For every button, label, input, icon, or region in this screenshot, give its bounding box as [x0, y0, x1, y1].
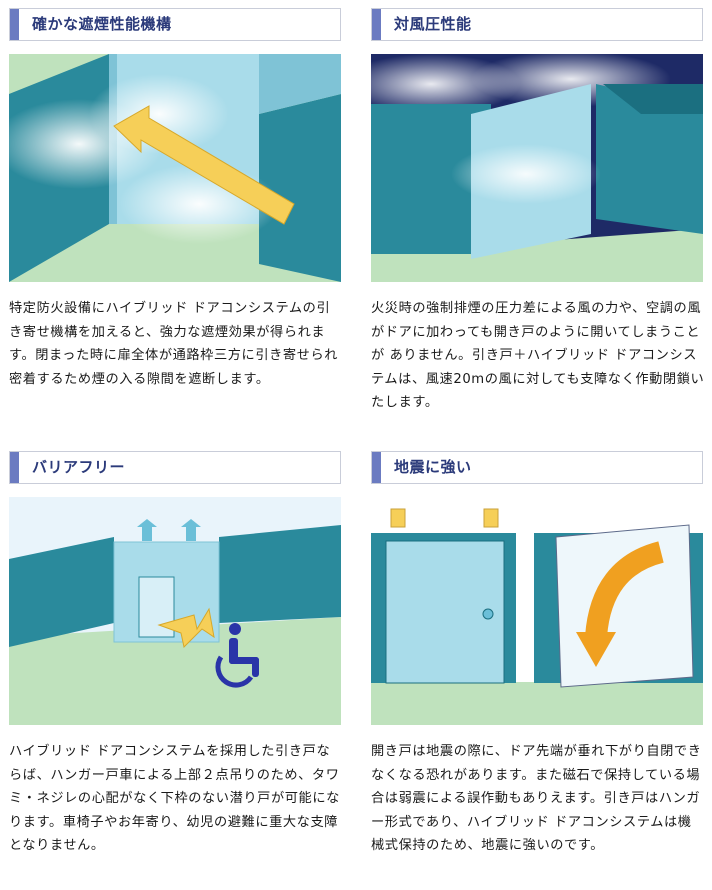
- floor: [371, 682, 703, 725]
- left-wall: [371, 104, 491, 254]
- arrow-icon: [157, 607, 215, 649]
- barrier-free-svg: [9, 497, 341, 725]
- section-header: 地震に強い: [371, 451, 703, 484]
- floor: [9, 617, 341, 725]
- sagging-door: [555, 524, 694, 688]
- barrier-free-illustration: [9, 497, 341, 725]
- wind-pressure-illustration: [371, 54, 703, 282]
- curved-arrow-icon: [585, 541, 665, 639]
- section-description: 特定防火設備にハイブリッド ドアコンシステムの引き寄せ機構を加えると、強力な遮煙…: [9, 301, 339, 387]
- section-title: 確かな遮煙性能機構: [32, 15, 172, 33]
- section-header: 確かな遮煙性能機構: [9, 8, 341, 41]
- up-arrow-icon: [181, 519, 201, 541]
- section-description: ハイブリッド ドアコンシステムを採用した引き戸ならば、ハンガー戸車による上部２点…: [9, 744, 340, 853]
- earthquake-svg: [371, 497, 703, 725]
- section-header: バリアフリー: [9, 451, 341, 484]
- arrow-icon: [113, 105, 295, 225]
- section-title: バリアフリー: [32, 458, 126, 476]
- section-description: 火災時の強制排煙の圧力差による風の力や、空調の風がドアに加わっても開き戸のように…: [371, 301, 705, 410]
- header-accent-bar: [10, 452, 19, 483]
- section-description: 開き戸は地震の際に、ドア先端が垂れ下がり自閉できなくなる恐れがあります。また磁石…: [371, 744, 702, 853]
- section-header: 対風圧性能: [371, 8, 703, 41]
- right-wall: [596, 84, 703, 234]
- hinge-icon: [483, 508, 499, 528]
- header-accent-bar: [372, 452, 381, 483]
- right-wall: [259, 94, 341, 282]
- smoke-seal-svg: [9, 54, 341, 282]
- wind-cloud: [451, 144, 601, 204]
- right-wall: [219, 525, 341, 623]
- header-accent-bar: [10, 9, 19, 40]
- left-wall: [9, 537, 114, 647]
- smoke-seal-illustration: [9, 54, 341, 282]
- wheelchair-icon: [215, 623, 259, 688]
- hinge-icon: [390, 508, 406, 528]
- section-title: 地震に強い: [394, 458, 472, 476]
- section-title: 対風圧性能: [394, 15, 472, 33]
- header-accent-bar: [372, 9, 381, 40]
- floor: [371, 229, 703, 282]
- earthquake-illustration: [371, 497, 703, 725]
- door-knob-icon: [482, 608, 494, 620]
- wind-pressure-svg: [371, 54, 703, 282]
- up-arrow-icon: [137, 519, 157, 541]
